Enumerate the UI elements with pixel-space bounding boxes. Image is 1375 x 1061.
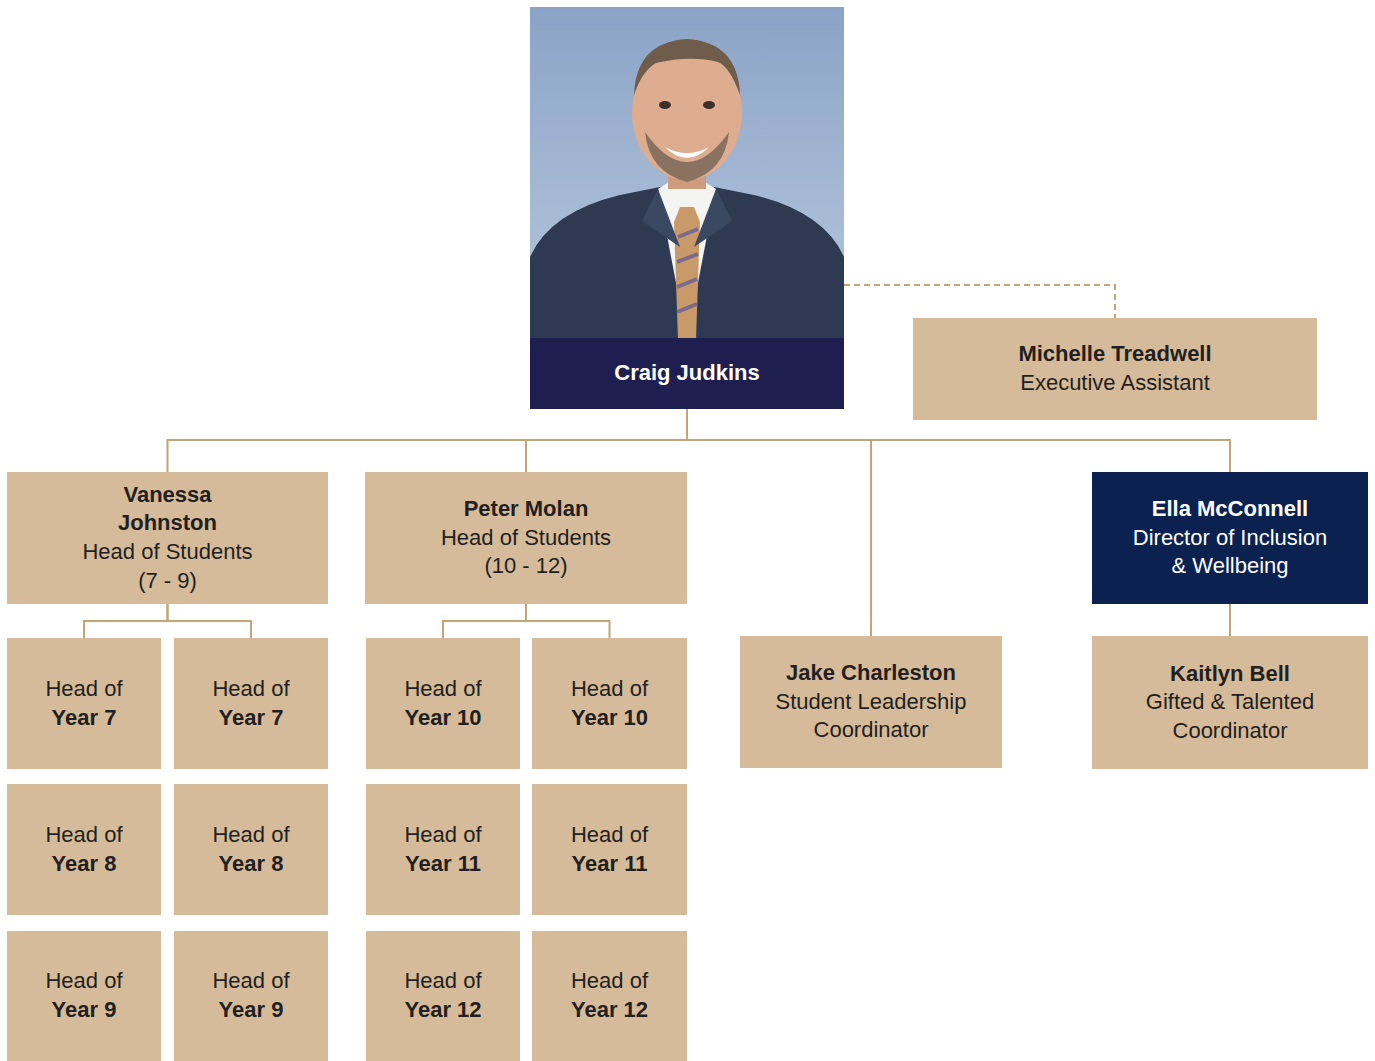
node-text: Year 12: [404, 996, 481, 1025]
node-text: Year 9: [52, 996, 117, 1025]
leader-node: Craig Judkins: [530, 7, 844, 409]
node-text: Year 7: [219, 704, 284, 733]
org-connector: [168, 604, 252, 638]
node-text: Head of: [404, 675, 481, 704]
node-text: Head of: [404, 967, 481, 996]
name-band: Craig Judkins: [530, 338, 844, 409]
year-head-box: Head ofYear 7: [7, 638, 161, 769]
org-connector: [168, 409, 688, 472]
dashed-connector: [844, 285, 1115, 318]
year-head-box: Head ofYear 7: [174, 638, 328, 769]
org-connector: [526, 604, 610, 638]
node-text: Year 7: [52, 704, 117, 733]
org-connector: [1229, 604, 1231, 636]
role-box: Michelle TreadwellExecutive Assistant: [913, 318, 1317, 420]
node-text: Year 10: [571, 704, 648, 733]
node-text: Year 9: [219, 996, 284, 1025]
node-text: Head of: [404, 821, 481, 850]
node-text: Year 8: [219, 850, 284, 879]
node-text: Executive Assistant: [1020, 369, 1210, 398]
node-text: Ella McConnell: [1152, 495, 1308, 524]
node-text: Head of: [571, 675, 648, 704]
year-head-box: Head ofYear 10: [366, 638, 520, 769]
node-text: Head of: [212, 967, 289, 996]
node-text: Gifted & Talented Coordinator: [1102, 688, 1358, 745]
role-box: Peter MolanHead of Students (10 - 12): [365, 472, 687, 604]
node-text: Head of Students (10 - 12): [430, 524, 622, 581]
node-text: Year 11: [572, 850, 648, 879]
node-text: Year 11: [405, 850, 481, 879]
node-text: Kaitlyn Bell: [1170, 660, 1290, 689]
node-text: Michelle Treadwell: [1018, 340, 1211, 369]
year-head-box: Head ofYear 12: [532, 931, 687, 1061]
org-connector: [443, 604, 526, 638]
portrait-photo: [530, 7, 844, 340]
node-text: Head of: [571, 967, 648, 996]
year-head-box: Head ofYear 11: [532, 784, 687, 915]
org-connector: [84, 604, 168, 638]
node-text: Head of Students (7 - 9): [72, 538, 263, 595]
year-head-box: Head ofYear 9: [7, 931, 161, 1061]
node-text: Director of Inclusion & Wellbeing: [1128, 524, 1332, 581]
node-text: Head of: [45, 967, 122, 996]
node-text: Student Leadership Coordinator: [754, 688, 988, 745]
node-text: Craig Judkins: [614, 359, 759, 388]
year-head-box: Head ofYear 10: [532, 638, 687, 769]
node-text: Year 10: [404, 704, 481, 733]
node-text: Head of: [571, 821, 648, 850]
role-box: Jake CharlestonStudent Leadership Coordi…: [740, 636, 1002, 768]
node-text: Peter Molan: [464, 495, 589, 524]
org-connector: [526, 409, 687, 472]
year-head-box: Head ofYear 8: [174, 784, 328, 915]
node-text: Vanessa Johnston: [72, 481, 263, 538]
year-head-box: Head ofYear 8: [7, 784, 161, 915]
node-text: Head of: [45, 821, 122, 850]
node-text: Head of: [212, 675, 289, 704]
node-text: Year 12: [571, 996, 648, 1025]
year-head-box: Head ofYear 12: [366, 931, 520, 1061]
node-text: Head of: [212, 821, 289, 850]
node-text: Jake Charleston: [786, 659, 956, 688]
year-head-box: Head ofYear 9: [174, 931, 328, 1061]
org-connector: [687, 409, 871, 636]
node-text: Head of: [45, 675, 122, 704]
role-box: Kaitlyn BellGifted & Talented Coordinato…: [1092, 636, 1368, 769]
node-text: Year 8: [52, 850, 117, 879]
role-box: Ella McConnellDirector of Inclusion & We…: [1092, 472, 1368, 604]
year-head-box: Head ofYear 11: [366, 784, 520, 915]
role-box: Vanessa JohnstonHead of Students (7 - 9): [7, 472, 328, 604]
